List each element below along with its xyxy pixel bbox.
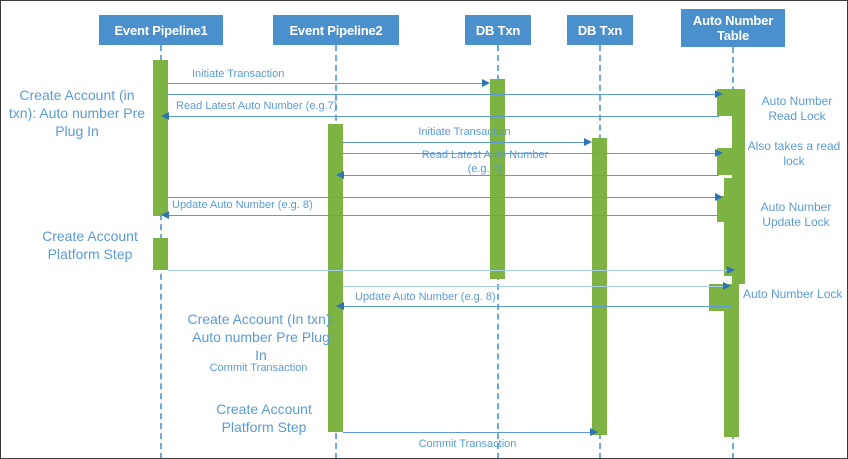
activation-bar-event-pipeline1-b <box>153 238 168 270</box>
actor-label: DB Txn <box>475 22 521 38</box>
message-line-platform-step-to-auto-number <box>168 270 734 271</box>
message-label-read-latest-auto-number-2-cont: (e.g. 7) <box>467 163 503 175</box>
actor-db-txn-1[interactable]: DB Txn <box>465 15 531 45</box>
arrowhead-right-platform-step-to-auto-number <box>727 266 735 274</box>
activation-bar-auto-number-lock <box>724 284 739 437</box>
message-line-read-latest-auto-number-2 <box>343 175 719 176</box>
arrowhead-left-read-latest-auto-number-1 <box>161 112 169 120</box>
actor-label: DB Txn <box>577 22 623 38</box>
message-line-update-request-2 <box>343 286 730 287</box>
step-label-create-account-platform-step-2: Create Account Platform Step <box>216 401 312 435</box>
step-label-create-account-pre-plugin-2: Create Account (In txn): Auto number Pre… <box>187 311 335 363</box>
message-label-update-auto-number-1: Update Auto Number (e.g. 8) <box>172 199 313 211</box>
message-line-commit-transaction-2 <box>343 432 592 433</box>
activation-bar-event-pipeline1-a <box>153 60 168 216</box>
message-line-read-latest-auto-number-1 <box>168 116 719 117</box>
side-label-auto-number-read-lock: Auto Number Read Lock <box>761 94 833 123</box>
message-label-read-latest-auto-number-1: Read Latest Auto Number (e.g.7) <box>176 100 338 112</box>
activation-bar-auto-number-update-inner <box>717 196 733 222</box>
arrowhead-left-update-auto-number-2 <box>336 302 344 310</box>
actor-label: Event Pipeline2 <box>289 22 383 38</box>
message-label-initiate-transaction-2: Initiate Transaction <box>418 126 511 138</box>
message-label-update-auto-number-2: Update Auto Number (e.g. 8) <box>355 291 496 303</box>
message-line-read-request-1 <box>168 94 717 95</box>
arrowhead-left-read-latest-auto-number-2 <box>336 171 344 179</box>
message-line-initiate-transaction-2 <box>343 142 586 143</box>
actor-label: Event Pipeline1 <box>114 22 208 38</box>
actor-event-pipeline2[interactable]: Event Pipeline2 <box>273 15 399 45</box>
message-line-initiate-transaction-1 <box>168 83 483 84</box>
message-label-commit-transaction-2: Commit Transaction <box>418 438 517 450</box>
actor-db-txn-2[interactable]: DB Txn <box>567 15 633 45</box>
arrowhead-left-update-auto-number-1 <box>161 211 169 219</box>
arrowhead-right-update-request-2 <box>723 282 731 290</box>
side-label-auto-number-update-lock: Auto Number Update Lock <box>760 200 832 229</box>
side-label-also-takes-a-read-lock: Also takes a read lock <box>747 139 841 168</box>
arrowhead-right-commit-transaction-2 <box>590 428 598 436</box>
arrowhead-right-update-request-1 <box>715 193 723 201</box>
activation-bar-db-txn-1 <box>490 79 505 279</box>
message-line-update-auto-number-2 <box>343 306 732 307</box>
side-label-auto-number-lock: Auto Number Lock <box>743 287 843 301</box>
activation-bar-event-pipeline2 <box>328 124 343 432</box>
arrowhead-right-initiate-transaction-2 <box>584 138 592 146</box>
step-label-create-account-platform-step-1: Create Account Platform Step <box>42 228 138 262</box>
arrowhead-right-read-request-1 <box>715 90 723 98</box>
message-line-update-auto-number-1 <box>168 215 719 216</box>
message-line-read-request-2 <box>343 153 717 154</box>
arrowhead-right-read-request-2 <box>715 149 723 157</box>
actor-event-pipeline1[interactable]: Event Pipeline1 <box>99 15 223 45</box>
message-label-read-latest-auto-number-2: Read Latest Auto Number <box>421 149 549 161</box>
step-label-create-account-pre-plugin-1: Create Account (in txn): Auto number Pre… <box>8 87 146 139</box>
actor-label: Auto Number Table <box>692 13 774 43</box>
arrowhead-right-initiate-transaction-1 <box>482 79 490 87</box>
message-line-update-request-1 <box>168 197 717 198</box>
message-label-initiate-transaction-1: Initiate Transaction <box>192 68 285 80</box>
activation-bar-auto-number-update <box>724 178 739 276</box>
message-label-commit-transaction-1: Commit Transaction <box>209 362 308 374</box>
actor-auto-number-table[interactable]: Auto Number Table <box>681 9 785 47</box>
activation-bar-auto-number-lock-inner <box>709 284 726 311</box>
